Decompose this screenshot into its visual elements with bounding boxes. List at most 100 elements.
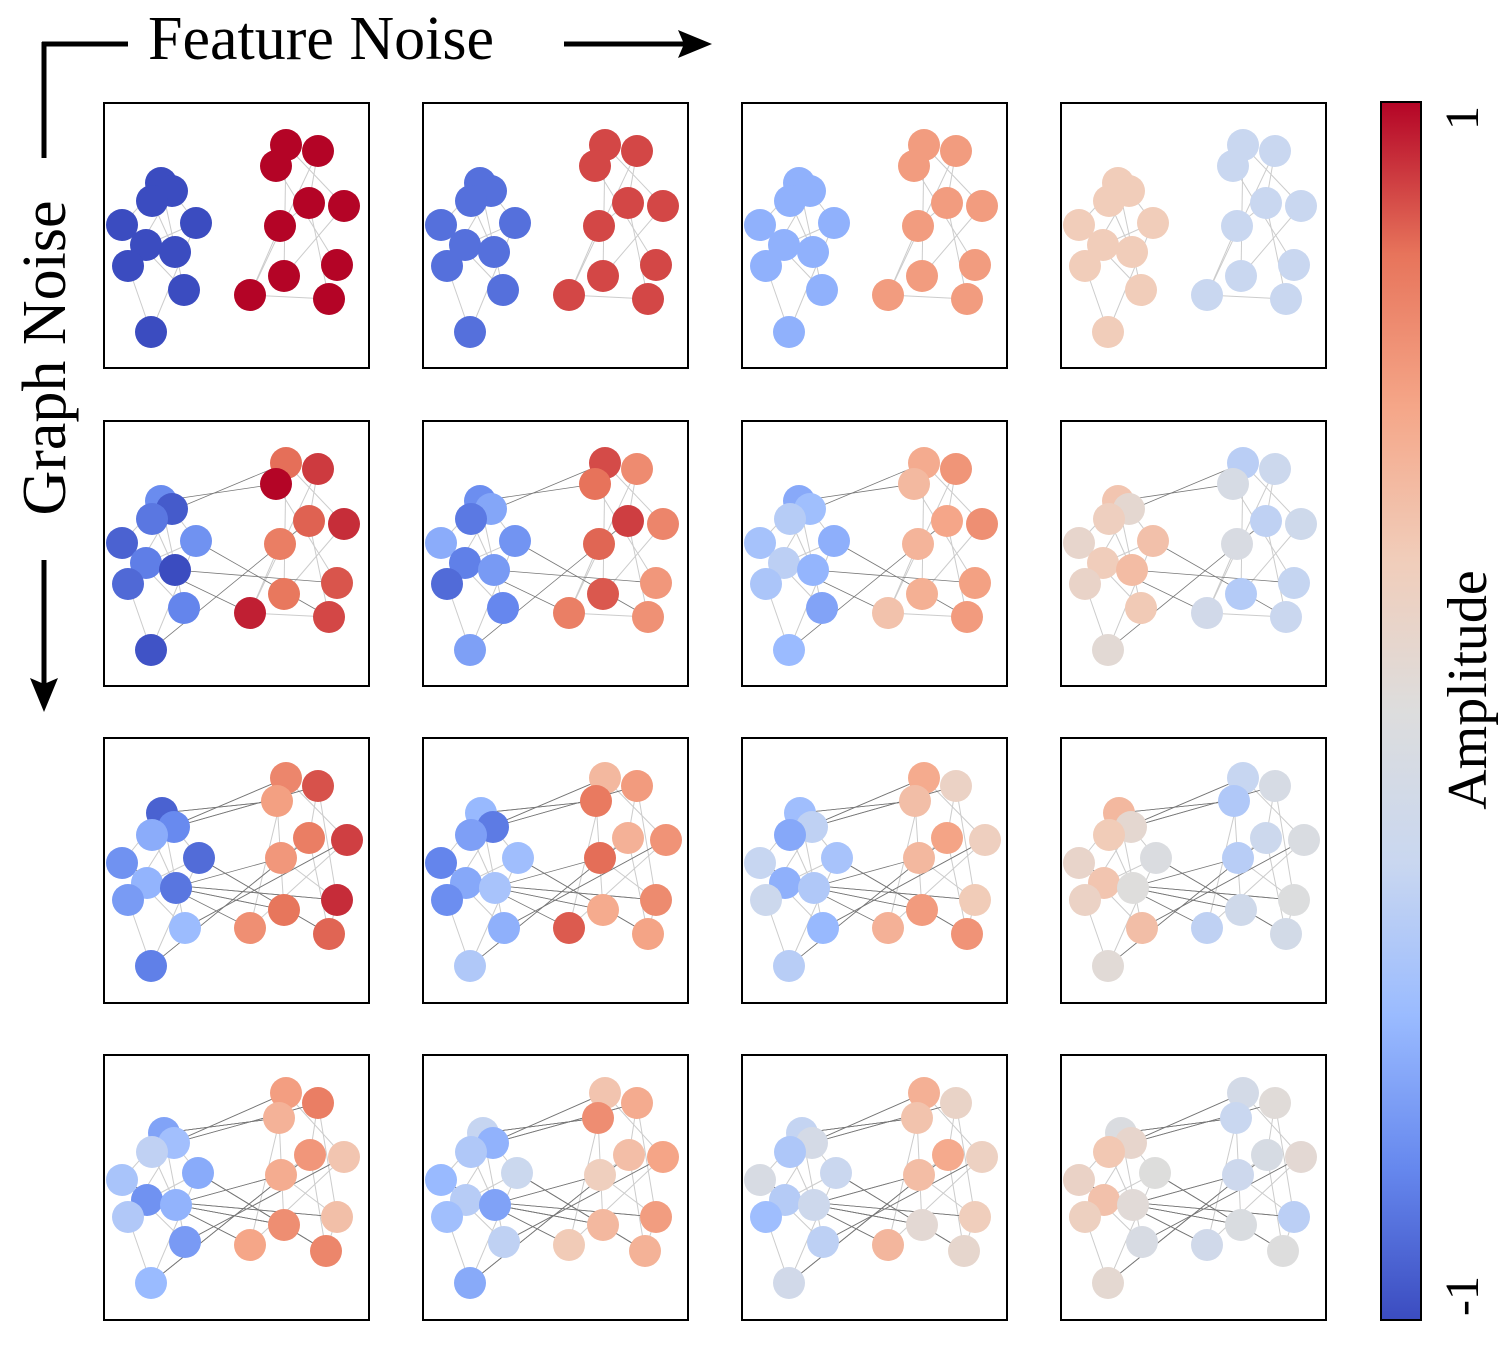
graph-edge — [788, 540, 835, 651]
graph-node — [774, 1136, 806, 1168]
graph-node — [940, 1087, 972, 1119]
graph-node — [112, 568, 144, 600]
graph-edge-inter — [813, 1204, 923, 1226]
graph-node — [449, 547, 481, 579]
graph-node — [640, 884, 672, 916]
graph-edge — [308, 202, 330, 300]
graph-node — [744, 847, 776, 879]
graph-node — [1250, 187, 1282, 219]
graph-edge-inter — [492, 1102, 638, 1144]
graph-node — [479, 872, 511, 904]
graph-node — [135, 1267, 167, 1299]
graph-node — [1093, 503, 1125, 535]
graph-edge — [469, 1172, 518, 1284]
graph-node — [744, 1164, 776, 1196]
graph-node — [1069, 1201, 1101, 1233]
graph-node — [951, 918, 983, 950]
graph-edge-inter — [1130, 1102, 1276, 1144]
panel-r2-c4 — [1060, 420, 1327, 687]
graph-node — [750, 884, 782, 916]
graph-node — [744, 527, 776, 559]
graph-node — [1267, 1235, 1299, 1267]
graph-edge-inter — [494, 887, 604, 911]
graph-node — [313, 918, 345, 950]
graph-node — [1092, 634, 1124, 666]
graph-node — [1278, 567, 1310, 599]
graph-node — [302, 135, 334, 167]
graph-node — [587, 578, 619, 610]
graph-node — [583, 528, 615, 560]
graph-node — [331, 824, 363, 856]
graph-edge — [788, 222, 835, 333]
graph-edge-inter — [197, 1172, 327, 1252]
graph-node — [1092, 1267, 1124, 1299]
graph-node — [1140, 842, 1172, 874]
graph-edge-inter — [503, 1156, 664, 1243]
graph-node — [425, 209, 457, 241]
graph-node — [1288, 824, 1320, 856]
graph-node — [820, 1157, 852, 1189]
graph-node — [1117, 1189, 1149, 1221]
graph-edge — [1206, 1156, 1302, 1246]
graph-node — [750, 1201, 782, 1233]
graph-edge-inter — [836, 857, 968, 935]
graph-node — [647, 190, 679, 222]
graph-node — [1117, 872, 1149, 904]
graph-edge — [887, 1156, 983, 1246]
graph-node — [1069, 884, 1101, 916]
panel-r3-c2 — [422, 737, 689, 1004]
graph-node — [135, 634, 167, 666]
graph-node — [112, 250, 144, 282]
graph-node — [806, 274, 838, 306]
graph-node — [130, 229, 162, 261]
graph-node — [261, 785, 293, 817]
graph-node — [902, 210, 934, 242]
graph-edge — [627, 202, 649, 300]
graph-node — [1092, 950, 1124, 982]
graph-node — [479, 1189, 511, 1221]
graph-node — [1225, 260, 1257, 292]
graph-edge — [636, 785, 657, 901]
graph-node — [293, 187, 325, 219]
graph-node — [773, 950, 805, 982]
graph-node — [898, 468, 930, 500]
graph-node — [612, 187, 644, 219]
graph-node — [1278, 884, 1310, 916]
graph-node — [583, 210, 615, 242]
graph-edge — [1107, 1172, 1156, 1284]
graph-edge — [788, 857, 838, 967]
graph-node — [750, 250, 782, 282]
graph-node — [106, 527, 138, 559]
graph-node — [168, 274, 200, 306]
down-arrow-head-icon — [30, 678, 58, 712]
graph-edge-inter — [195, 540, 330, 618]
graph-node — [1270, 283, 1302, 315]
graph-node — [328, 508, 360, 540]
graph-edge-inter — [835, 1172, 965, 1252]
graph-node — [807, 912, 839, 944]
graph-node — [1126, 912, 1158, 944]
graph-edge — [955, 1102, 976, 1218]
graph-node — [872, 597, 904, 629]
graph-edge-inter — [184, 839, 348, 929]
graph-node — [774, 185, 806, 217]
graph-edge-inter — [492, 785, 638, 828]
graph-node — [1191, 1229, 1223, 1261]
graph-node — [159, 554, 191, 586]
graph-node — [136, 1136, 168, 1168]
graph-node — [1225, 578, 1257, 610]
graph-node — [640, 249, 672, 281]
graph-node — [1259, 135, 1291, 167]
graph-edge-inter — [173, 1102, 319, 1144]
graph-node — [130, 547, 162, 579]
panel-r1-c1 — [103, 102, 370, 369]
graph-node — [302, 1087, 334, 1119]
graph-edge-inter — [175, 887, 285, 911]
graph-node — [265, 842, 297, 874]
graph-edge-inter — [1155, 857, 1287, 935]
feature-noise-arrow — [42, 30, 712, 58]
graph-edge — [1107, 540, 1154, 651]
panel-grid — [103, 102, 1327, 1321]
graph-node — [1093, 819, 1125, 851]
